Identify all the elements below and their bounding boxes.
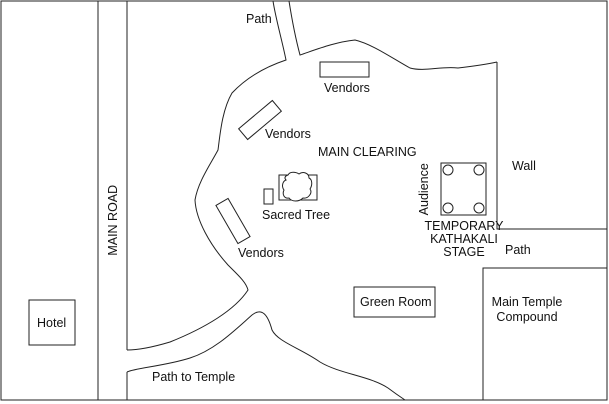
path-top-label: Path <box>246 12 272 26</box>
vendors-middle-label: Vendors <box>265 127 311 141</box>
stage-label: TEMPORARY KATHAKALI STAGE <box>423 220 505 259</box>
path-to-temple-label: Path to Temple <box>152 370 236 384</box>
vendors-top-label: Vendors <box>324 81 370 95</box>
vendors-stall-middle <box>237 99 283 141</box>
path-to-temple-lower <box>126 311 406 401</box>
sacred-tree-canopy <box>282 171 313 202</box>
audience-label: Audience <box>416 163 431 216</box>
vendors-lower-label: Vendors <box>238 246 284 260</box>
sacred-tree-label: Sacred Tree <box>262 208 331 222</box>
wall-label: Wall <box>512 159 536 173</box>
green-room-label: Green Room <box>360 295 432 309</box>
sacred-tree-shrine <box>263 188 274 205</box>
stage-pillar <box>442 164 454 176</box>
path-right-label: Path <box>505 243 531 257</box>
clearing-left-boundary <box>126 0 287 351</box>
vendors-stall-lower <box>215 197 251 245</box>
stage-label-line: KATHAKALI <box>430 232 498 246</box>
stage-pillar <box>473 164 485 176</box>
stage-pillar <box>473 202 485 214</box>
wall <box>496 62 607 230</box>
temple-label-line: Compound <box>496 310 558 324</box>
clearing-top-boundary <box>288 0 498 70</box>
green-room-building <box>353 286 436 318</box>
hotel-label: Hotel <box>37 316 67 330</box>
kathakali-stage <box>440 162 487 216</box>
main-road-label: MAIN ROAD <box>106 184 121 256</box>
main-temple-compound-label: Main Temple Compound <box>483 295 571 325</box>
stage-label-line: STAGE <box>443 245 485 259</box>
hotel-building <box>28 299 76 346</box>
main-clearing-label: MAIN CLEARING <box>318 145 417 159</box>
temple-label-line: Main Temple <box>491 295 563 309</box>
stage-pillar <box>442 202 454 214</box>
vendors-stall-top <box>319 61 370 78</box>
main-temple-compound-outline <box>482 267 607 400</box>
stage-label-line: TEMPORARY <box>424 219 504 233</box>
